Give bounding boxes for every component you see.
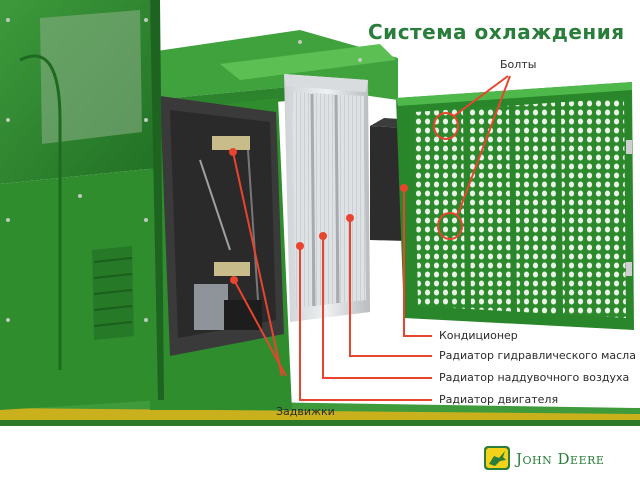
label-engine-radiator: Радиатор двигателя	[439, 393, 559, 406]
operator-cab	[0, 0, 164, 410]
page-title: Система охлаждения	[368, 20, 625, 44]
john-deere-logo	[484, 446, 510, 470]
label-ac-condenser: Кондиционер	[439, 329, 518, 342]
label-charge-air-cooler: Радиатор наддувочного воздуха	[439, 371, 630, 384]
bolt-circle-bottom	[437, 212, 463, 240]
label-bolts: Болты	[500, 58, 537, 71]
ac-leader	[403, 188, 432, 337]
bolt-circle-top	[433, 112, 459, 140]
engine-bay	[160, 96, 284, 356]
charge-air-leader	[322, 236, 432, 379]
hydraulic-leader	[349, 218, 432, 357]
bolts-leader-1	[453, 75, 509, 117]
brand-wordmark: John Deere	[516, 450, 605, 468]
engine-radiator-leader	[299, 246, 432, 401]
grille-door	[396, 82, 634, 330]
label-latches: Задвижки	[276, 405, 335, 418]
label-hydraulic-oil-cooler: Радиатор гидравлического масла	[439, 349, 636, 362]
callouts	[232, 75, 511, 401]
latches-leader-1	[232, 151, 283, 377]
latches-leader-2	[233, 279, 287, 377]
rivets	[6, 18, 362, 322]
bolts-leader-2	[457, 75, 511, 215]
radiator-core	[284, 74, 370, 322]
callout-dots	[229, 148, 408, 284]
